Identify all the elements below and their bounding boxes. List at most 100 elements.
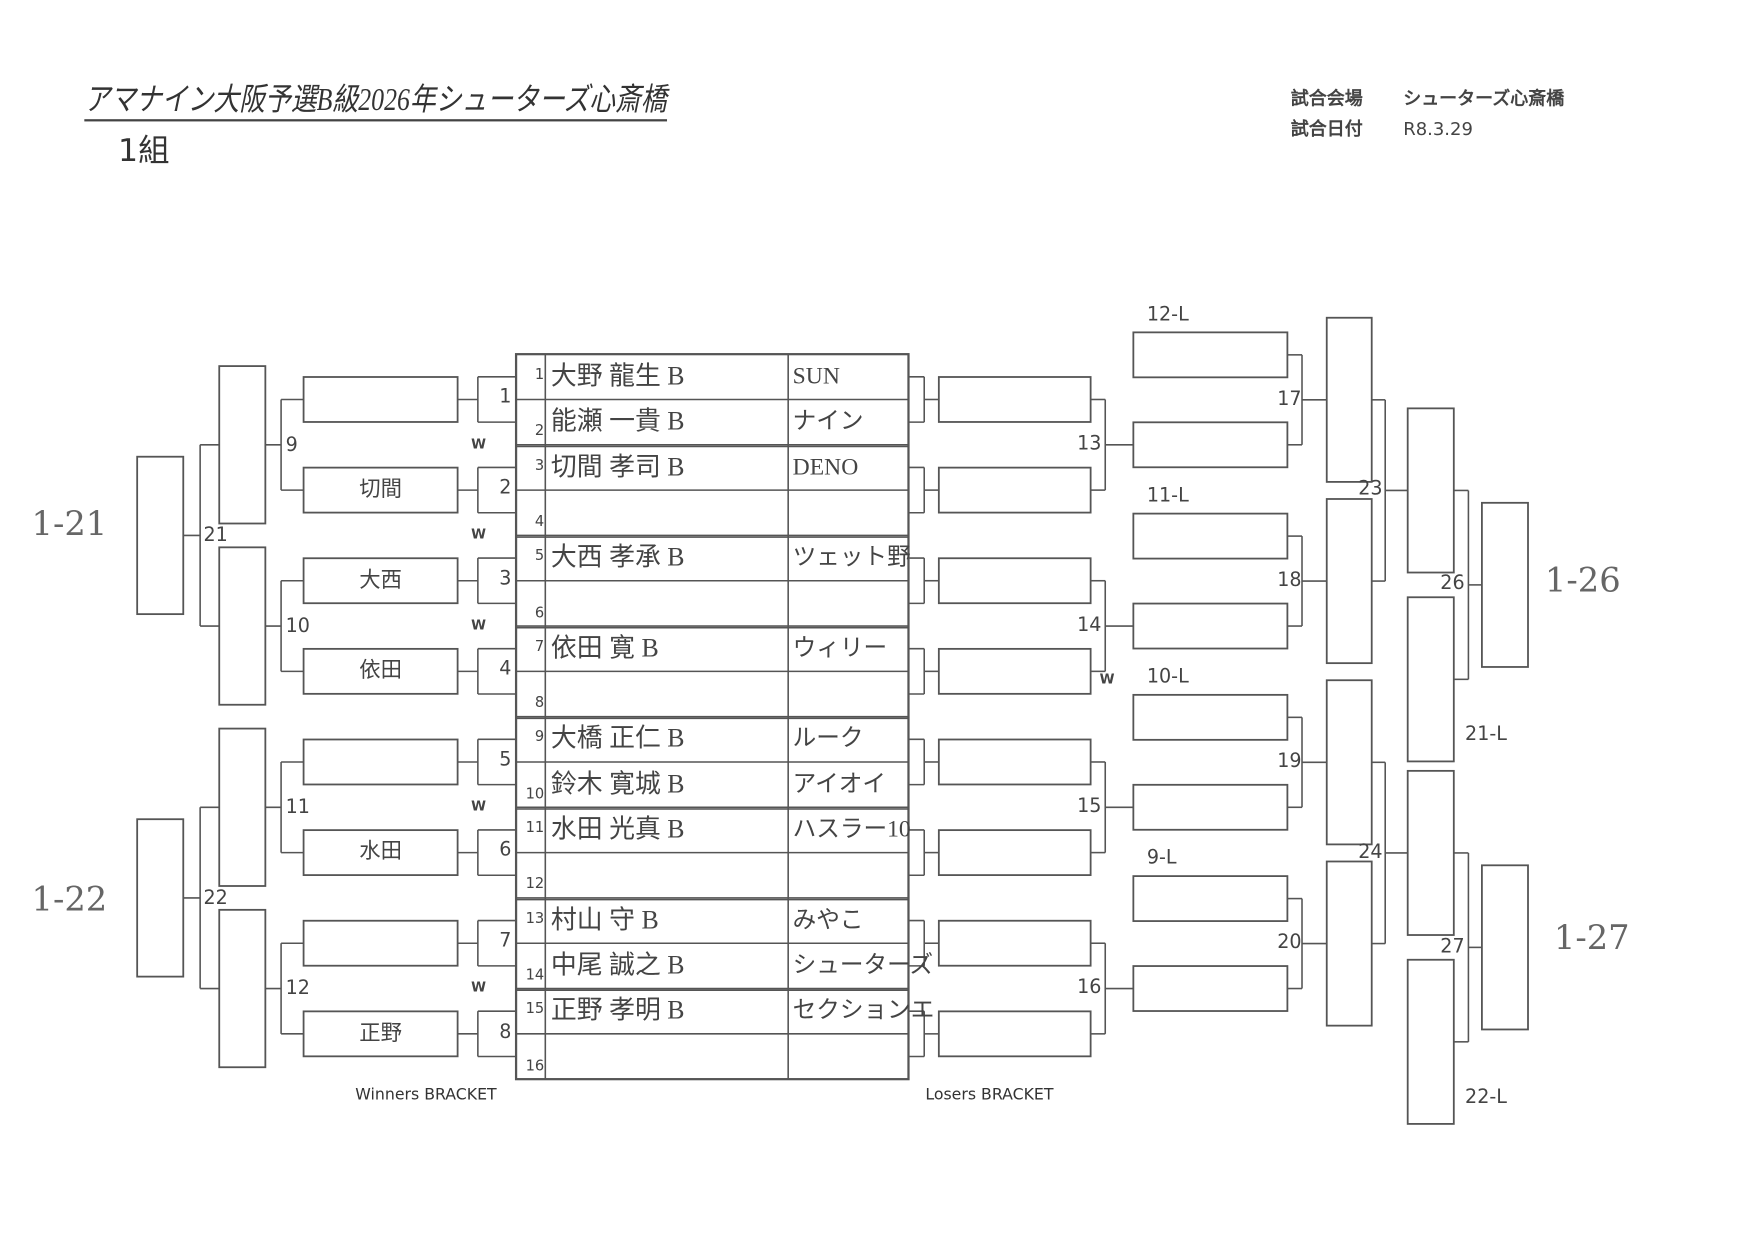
drop-label: 22-L	[1465, 1085, 1507, 1109]
match-number: 6	[499, 839, 512, 862]
seed-number: 4	[534, 513, 545, 531]
match-slot-box	[1325, 679, 1373, 846]
date-value: R8.3.29	[1403, 118, 1473, 140]
match-slot-box	[1132, 512, 1289, 560]
match-number: 20	[1277, 931, 1302, 954]
seed-number: 7	[534, 638, 545, 656]
team-name: ハスラー10	[792, 815, 911, 843]
handwritten-note: 1-26	[1544, 561, 1621, 601]
match-number: 5	[499, 748, 512, 771]
slot-name: 大西	[359, 567, 402, 592]
match-slot-box	[1132, 693, 1289, 741]
match-slot-box	[1406, 958, 1455, 1125]
match-slot-box	[136, 455, 185, 616]
match-slot-box	[937, 466, 1092, 514]
match-slot-box	[302, 919, 459, 967]
team-name: アイオイ	[792, 769, 886, 797]
match-number: 15	[1077, 794, 1102, 818]
losers-bracket-label: Losers BRACKET	[925, 1086, 1054, 1105]
match-number: 24	[1358, 840, 1383, 864]
match-slot-box	[1132, 965, 1289, 1012]
match-slot-box	[1132, 602, 1289, 650]
drop-label: 12-L	[1146, 303, 1189, 326]
seed-number: 2	[534, 423, 545, 440]
match-number: 17	[1277, 387, 1302, 410]
match-number: 19	[1277, 749, 1302, 773]
team-name: セクションエ	[792, 996, 935, 1024]
walkover-mark: W	[471, 435, 487, 452]
match-slot-box	[1325, 498, 1373, 665]
seed-number: 5	[534, 547, 545, 565]
match-slot-box	[1132, 783, 1289, 831]
player-name: 村山 守 B	[550, 905, 659, 934]
tournament-title: アマナイン大阪予選B級2026年シューターズ心斎橋	[84, 85, 667, 122]
match-slot-box	[937, 919, 1092, 967]
match-number: 2	[499, 476, 512, 500]
seed-number: 3	[534, 457, 545, 475]
match-number: 9	[285, 433, 298, 457]
seed-number: 13	[525, 910, 545, 928]
match-slot-box	[937, 376, 1092, 423]
match-slot-box	[1406, 769, 1455, 936]
slot-name: 切間	[359, 476, 402, 502]
match-slot-box	[1132, 421, 1289, 469]
match-number: 14	[1077, 613, 1102, 637]
venue-value: シューターズ心斎橋	[1403, 87, 1565, 110]
team-name: ナイン	[792, 407, 864, 435]
match-number: 4	[499, 657, 512, 681]
match-number: 26	[1440, 572, 1465, 595]
drop-label: 21-L	[1465, 723, 1507, 746]
match-slot-box	[136, 818, 185, 978]
match-number: 12	[285, 977, 310, 1000]
match-slot-box	[1132, 331, 1289, 379]
match-number: 10	[285, 614, 310, 638]
match-number: 23	[1358, 478, 1383, 501]
seed-number: 16	[525, 1057, 545, 1075]
match-slot-box	[1406, 596, 1455, 763]
match-slot-box	[1481, 864, 1529, 1031]
player-name: 大野 龍生 B	[550, 362, 685, 391]
match-slot-box	[937, 738, 1092, 786]
match-slot-box	[218, 546, 267, 706]
team-name: DENO	[792, 452, 859, 480]
seed-number: 6	[534, 604, 545, 622]
handwritten-note: 1-27	[1553, 918, 1630, 958]
match-number: 18	[1277, 568, 1302, 592]
seed-number: 14	[525, 966, 545, 984]
seed-number: 12	[525, 876, 545, 894]
match-number: 13	[1077, 432, 1102, 455]
player-name: 大西 孝承 B	[550, 543, 685, 572]
handwritten-note: 1-21	[31, 504, 108, 545]
group-label: 1組	[118, 131, 170, 169]
player-name: 水田 光真 B	[550, 815, 685, 844]
match-slot-box	[1481, 501, 1529, 668]
match-number: 27	[1440, 935, 1465, 958]
handwritten-note: 1-22	[31, 880, 108, 920]
match-slot-box	[1325, 860, 1373, 1027]
match-slot-box	[218, 365, 267, 525]
match-number: 16	[1077, 976, 1102, 999]
seed-number: 8	[534, 694, 545, 712]
seed-number: 9	[534, 729, 545, 746]
winners-bracket-label: Winners BRACKET	[355, 1086, 497, 1105]
player-name: 切間 孝司 B	[550, 452, 685, 481]
match-slot-box	[937, 1010, 1092, 1058]
match-slot-box	[302, 376, 459, 423]
date-label: 試合日付	[1290, 118, 1363, 140]
seed-number: 1	[534, 366, 545, 384]
match-slot-box	[937, 647, 1092, 695]
match-slot-box	[1406, 407, 1455, 574]
match-slot-box	[218, 908, 267, 1069]
player-name: 依田 寛 B	[550, 633, 659, 663]
match-number: 1	[499, 385, 512, 409]
player-name: 能瀬 一貴 B	[550, 407, 685, 436]
match-slot-box	[302, 738, 459, 786]
slot-name: 依田	[359, 657, 402, 683]
match-slot-box	[937, 557, 1092, 605]
team-name: みやこ	[792, 905, 864, 933]
match-number: 8	[499, 1020, 512, 1043]
seed-number: 15	[525, 1000, 545, 1018]
player-name: 正野 孝明 B	[550, 996, 685, 1025]
match-number: 22	[203, 886, 228, 910]
